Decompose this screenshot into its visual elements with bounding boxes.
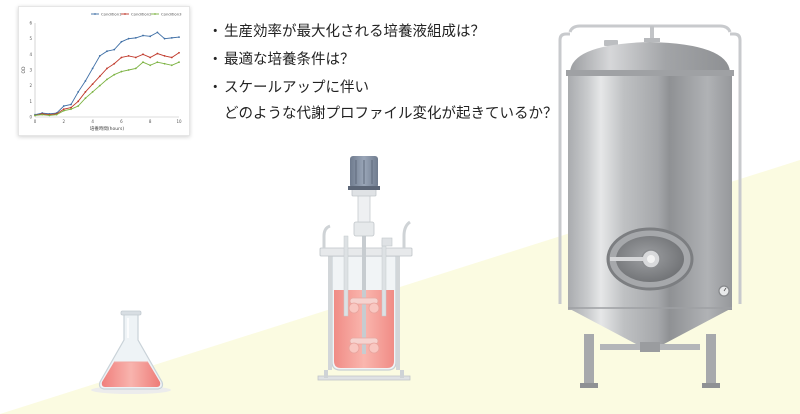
data-point	[127, 37, 130, 40]
x-tick-label: 4	[91, 119, 94, 124]
question-list: ・ 生産効率が最大化される培養液組成は？ ・ 最適な培養条件は？ ・ スケールア…	[208, 22, 558, 132]
data-point	[91, 91, 94, 93]
data-point	[127, 69, 130, 71]
legend-marker	[124, 13, 126, 15]
legend-entry: Condition2	[131, 12, 152, 17]
bullet: ・	[208, 52, 223, 68]
data-point	[156, 61, 159, 64]
data-point	[170, 36, 173, 39]
series-line	[34, 31, 180, 116]
data-point	[84, 80, 87, 82]
bullet: ・	[208, 24, 223, 40]
data-point	[62, 109, 65, 112]
legend-entry: Condition3	[161, 12, 182, 17]
data-point	[62, 108, 65, 111]
x-tick-label: 10	[176, 119, 182, 124]
legend-marker	[94, 13, 96, 15]
data-point	[34, 114, 36, 117]
data-point	[84, 97, 87, 100]
y-tick-label: 0	[29, 115, 32, 120]
x-tick-label: 6	[120, 119, 123, 124]
data-point	[120, 70, 123, 73]
data-point	[170, 64, 173, 67]
data-point	[48, 114, 51, 117]
data-point	[178, 61, 180, 64]
data-point	[142, 61, 144, 64]
x-tick-label: 2	[63, 119, 66, 124]
data-point	[134, 67, 137, 70]
x-tick-label: 8	[149, 119, 152, 124]
y-tick-label: 3	[29, 68, 32, 73]
legend-marker	[154, 13, 156, 15]
data-point	[77, 100, 80, 103]
data-point	[149, 56, 152, 59]
series-line	[34, 61, 180, 116]
data-point	[62, 105, 65, 107]
data-point	[142, 53, 144, 56]
data-point	[170, 56, 173, 59]
data-point	[91, 67, 94, 70]
question-text: 最適な培養条件は？	[224, 52, 355, 68]
data-point	[70, 103, 72, 106]
data-point	[120, 40, 123, 43]
bullet: ・	[208, 80, 223, 96]
x-tick-label: 0	[34, 119, 37, 124]
question-text: 生産効率が最大化される培養液組成は？	[224, 24, 485, 40]
data-point	[113, 48, 116, 51]
data-point	[163, 37, 166, 40]
data-point	[134, 56, 137, 59]
data-point	[84, 91, 87, 93]
data-point	[41, 113, 44, 116]
data-point	[178, 36, 180, 38]
data-point	[77, 91, 80, 93]
data-point	[91, 83, 94, 85]
data-point	[163, 55, 166, 57]
data-point	[106, 67, 108, 70]
y-tick-label: 4	[29, 52, 32, 57]
data-point	[70, 108, 72, 111]
question-item: ・ スケールアップに伴い どのような代謝プロファイル変化が起きているか？	[208, 78, 558, 124]
y-tick-label: 1	[29, 99, 32, 104]
question-item: ・ 生産効率が最大化される培養液組成は？	[208, 22, 548, 42]
data-point	[98, 84, 101, 87]
y-tick-label: 2	[29, 83, 32, 88]
y-axis-label: OD	[21, 66, 27, 74]
data-point	[127, 55, 130, 57]
data-point	[156, 52, 159, 55]
data-point	[77, 105, 80, 107]
data-point	[178, 51, 180, 54]
data-point	[163, 62, 166, 65]
data-point	[106, 50, 108, 53]
data-point	[134, 36, 137, 39]
data-point	[98, 75, 101, 78]
data-point	[113, 62, 116, 65]
x-axis-label: 培養時間(hours)	[90, 125, 124, 132]
data-point	[106, 78, 108, 81]
question-text: どのような代謝プロファイル変化が起きているか？	[224, 106, 558, 122]
question-item: ・ 最適な培養条件は？	[208, 50, 548, 70]
data-point	[149, 64, 152, 67]
data-point	[55, 113, 58, 116]
data-point	[156, 31, 159, 34]
data-point	[98, 55, 101, 57]
data-point	[70, 106, 72, 109]
data-point	[113, 73, 116, 76]
y-tick-label: 6	[29, 21, 32, 26]
data-point	[142, 34, 144, 37]
legend-entry: Condition1	[101, 12, 122, 17]
data-point	[149, 35, 152, 38]
data-point	[120, 56, 123, 59]
question-text: スケールアップに伴い	[224, 80, 369, 96]
y-tick-label: 5	[29, 36, 32, 41]
